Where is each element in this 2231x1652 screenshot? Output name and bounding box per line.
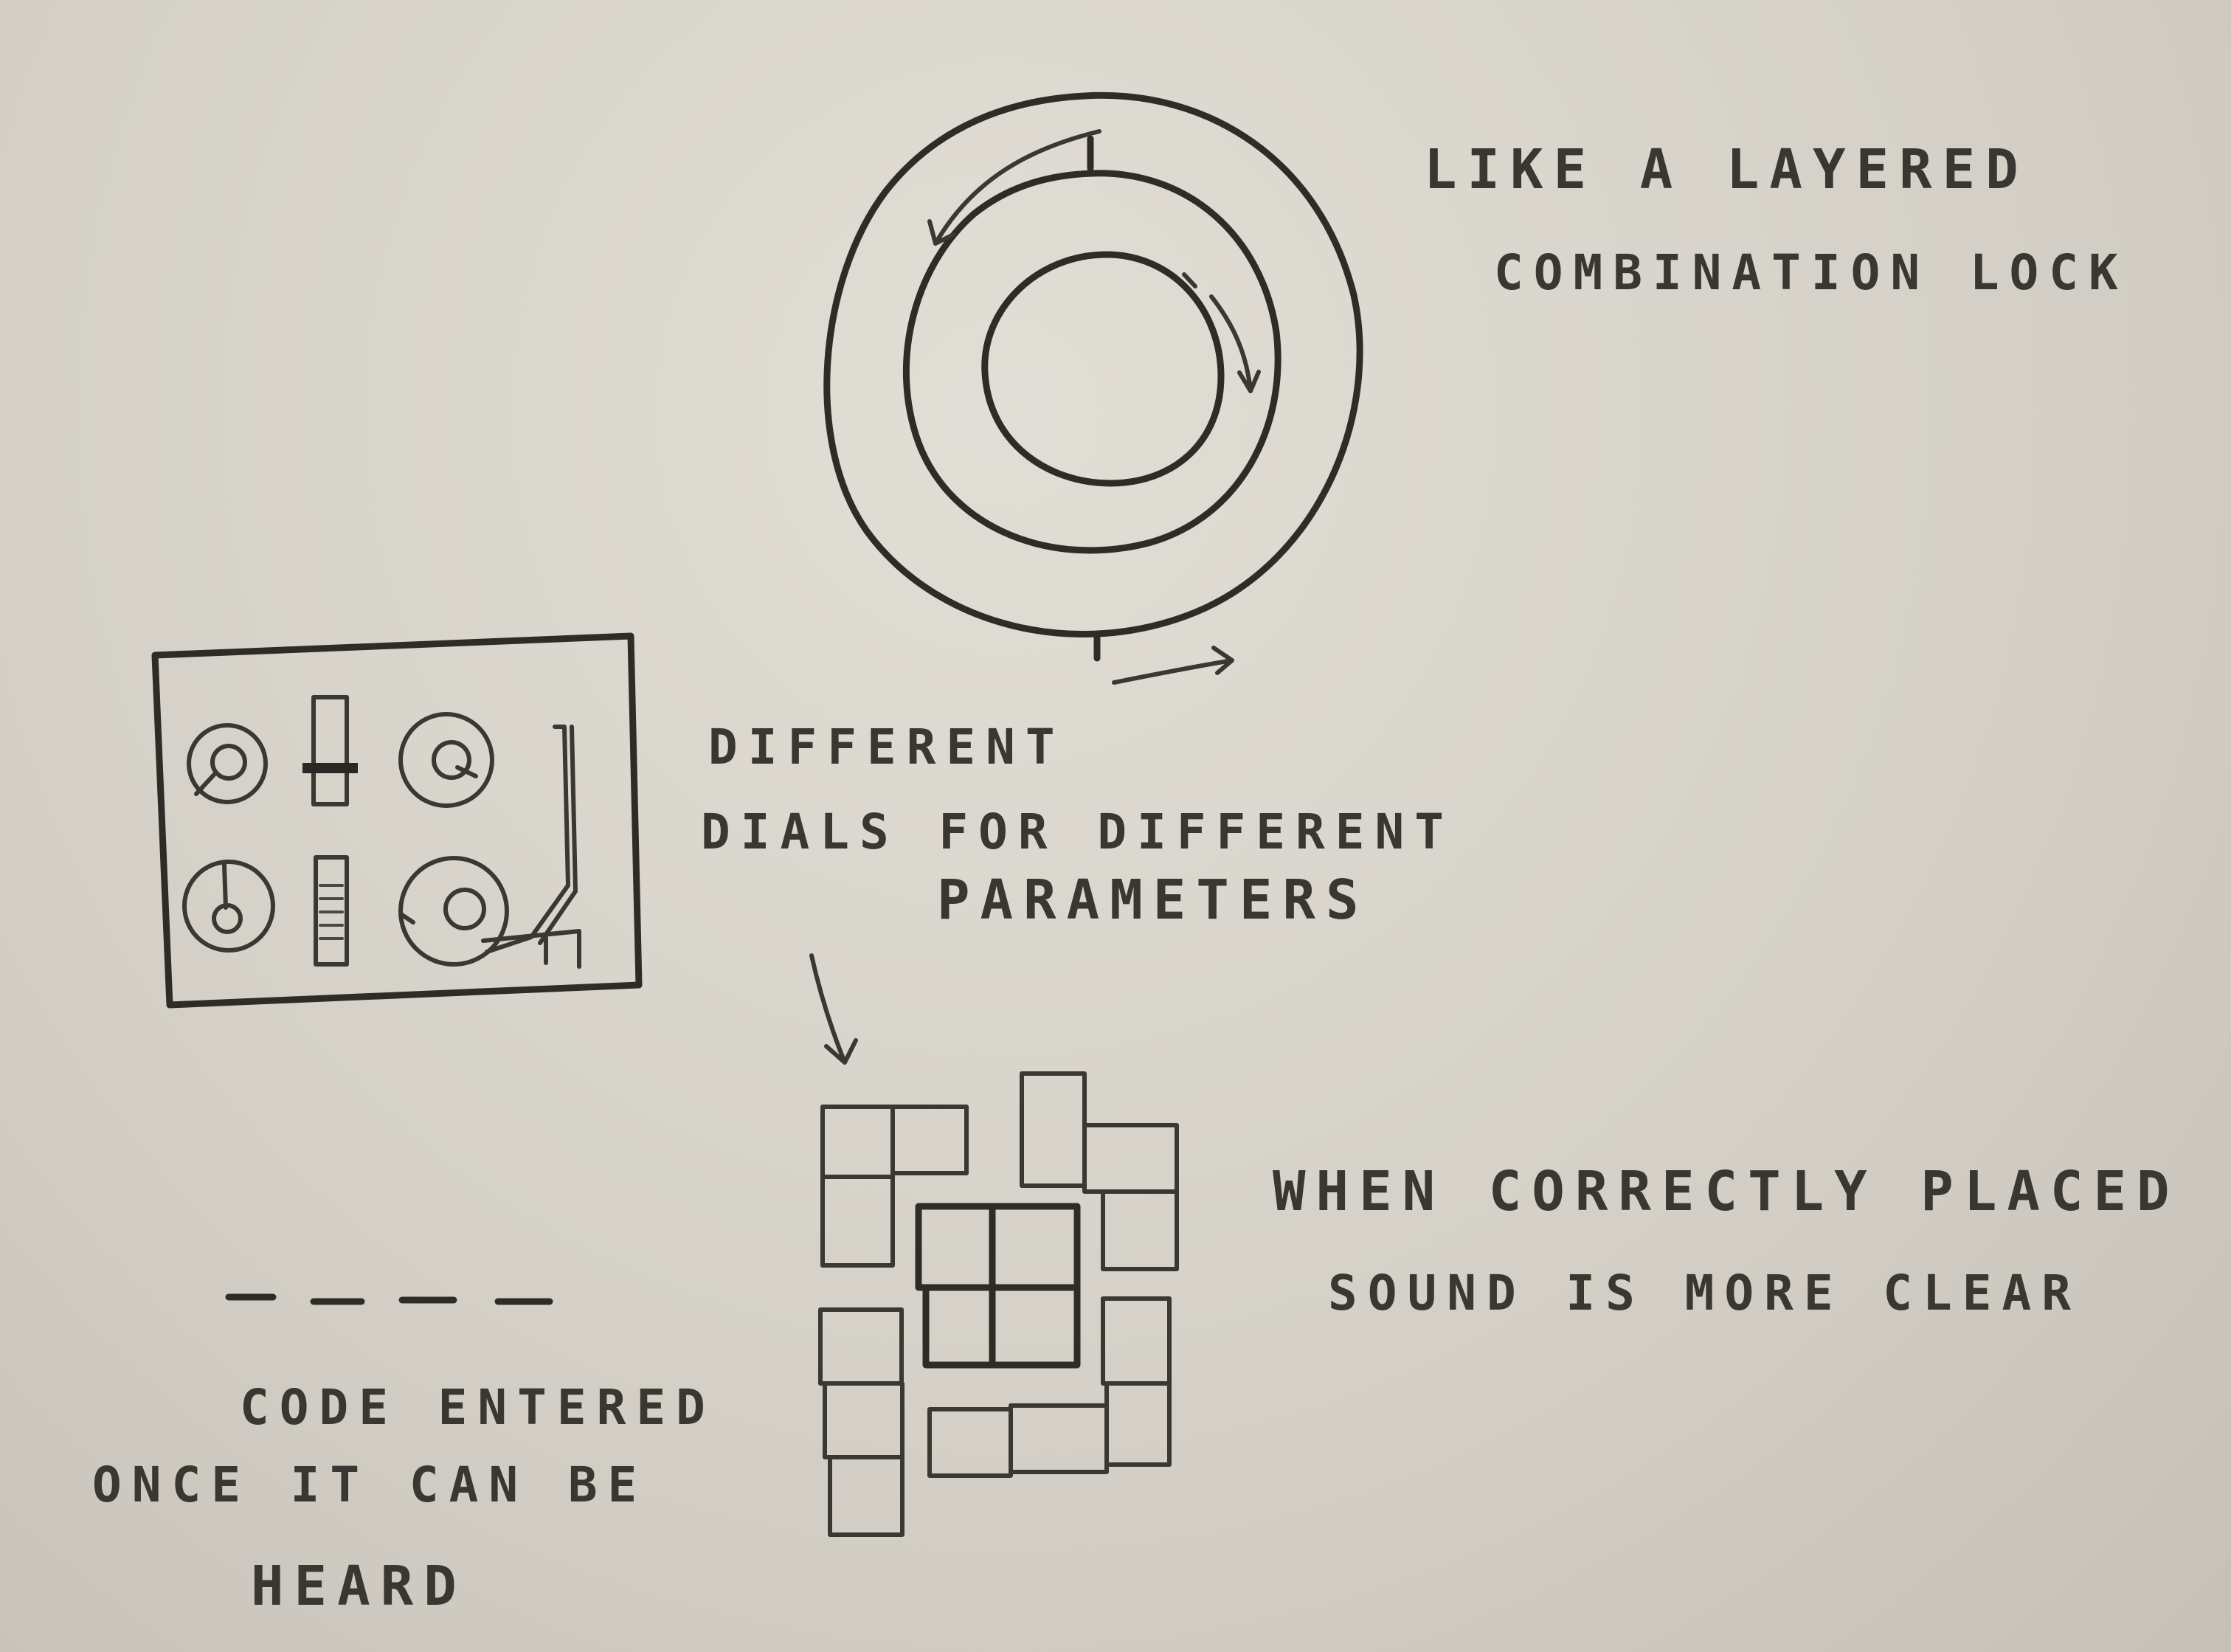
puzzle-tile <box>1104 1381 1172 1467</box>
code-entry-slots <box>225 1293 553 1305</box>
dial-top-left <box>187 723 268 804</box>
note-placed-line2: SOUND IS MORE CLEAR <box>1328 1265 2081 1321</box>
puzzle-tile <box>890 1105 969 1175</box>
dial-top-left-pointer <box>194 773 216 796</box>
dial-bottom-left-knob <box>212 903 243 934</box>
note-code: CODE ENTERED ONCE IT CAN BE HEARD <box>92 1379 716 1618</box>
dial-bottom-right-pointer <box>400 913 415 925</box>
dial-panel-frame <box>151 632 643 1009</box>
note-code-line3: HEARD <box>251 1555 467 1618</box>
lever-arm <box>481 725 581 969</box>
inner-rotation-arrow <box>1209 294 1261 393</box>
note-dials-line2: DIALS FOR DIFFERENT <box>701 803 1454 860</box>
lock-inner-ring <box>981 251 1225 487</box>
puzzle-tile <box>1020 1071 1087 1188</box>
dial-bottom-right <box>398 856 509 967</box>
dial-bottom-left <box>182 860 275 953</box>
puzzle-tile <box>922 1284 996 1369</box>
dial-bottom-right-knob <box>443 888 486 930</box>
lock-middle-ring <box>902 170 1281 554</box>
puzzle-tile <box>927 1407 1013 1478</box>
note-placed-line1: WHEN CORRECTLY PLACED <box>1273 1160 2180 1223</box>
slider-top-handle <box>302 763 358 773</box>
note-dials-line1: DIFFERENT <box>708 719 1065 775</box>
puzzle-tile <box>823 1381 904 1459</box>
note-combination-lock: LIKE A LAYERED COMBINATION LOCK <box>1424 138 2128 301</box>
dial-panel-drawing <box>151 632 643 1009</box>
puzzle-tile <box>828 1455 904 1537</box>
slider-bottom-notches <box>319 884 344 940</box>
puzzle-tile <box>989 1203 1081 1291</box>
layered-combination-lock-drawing <box>823 91 1363 685</box>
lock-inner-marker <box>1182 272 1197 288</box>
puzzle-tile <box>1009 1403 1109 1474</box>
dial-top-right <box>398 712 494 808</box>
note-dials: DIFFERENT DIALS FOR DIFFERENT PARAMETERS <box>701 719 1454 932</box>
dial-top-right-pointer <box>455 765 478 778</box>
slider-bottom <box>314 855 349 967</box>
note-dials-line3: PARAMETERS <box>937 868 1369 932</box>
dial-top-right-knob <box>432 740 471 780</box>
puzzle-tile <box>1082 1123 1179 1194</box>
note-placed: WHEN CORRECTLY PLACED SOUND IS MORE CLEA… <box>1273 1160 2180 1321</box>
dial-top-left-knob <box>210 744 247 781</box>
puzzle-tile <box>820 1175 895 1268</box>
puzzle-tile <box>1101 1296 1172 1386</box>
note-combination-lock-line2: COMBINATION LOCK <box>1494 244 2128 301</box>
dial-bottom-left-pointer <box>222 863 228 910</box>
puzzle-tile <box>1101 1189 1179 1271</box>
tile-puzzle-drawing <box>809 953 1179 1537</box>
note-code-line1: CODE ENTERED <box>240 1379 716 1436</box>
bottom-rotation-arrow <box>1112 646 1234 685</box>
puzzle-tile <box>818 1307 904 1386</box>
down-arrow <box>809 953 858 1065</box>
puzzle-tile <box>989 1284 1081 1369</box>
outer-rotation-arrow <box>927 129 1101 246</box>
note-code-line2: ONCE IT CAN BE <box>92 1456 647 1513</box>
slider-top <box>311 695 349 806</box>
lock-outer-ring <box>823 91 1363 637</box>
puzzle-tile <box>820 1105 895 1179</box>
note-combination-lock-line1: LIKE A LAYERED <box>1424 138 2029 201</box>
puzzle-tile <box>915 1203 996 1291</box>
